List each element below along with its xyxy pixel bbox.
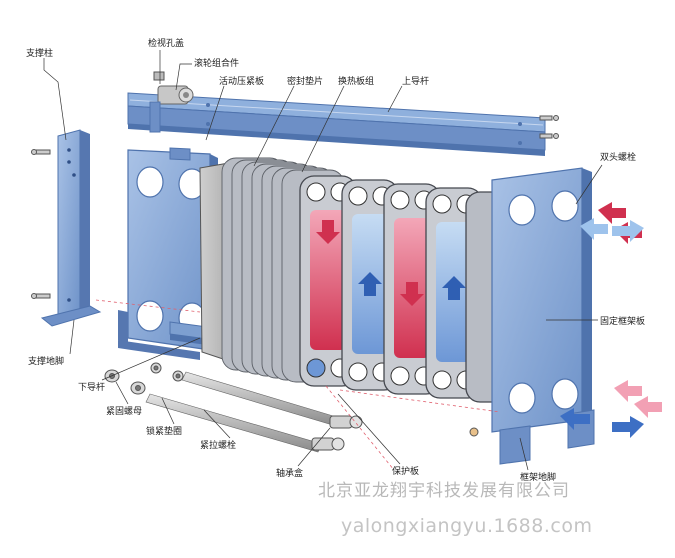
label-roller-assembly: 滚轮组合件 [194,57,239,69]
label-shield: 保护板 [392,465,419,477]
label-upper-rail: 上导杆 [402,75,429,87]
guide-lines [95,299,501,471]
label-inspection-cover: 检视孔盖 [148,37,184,49]
leader-lines [43,50,603,471]
rail-bolts [539,115,559,139]
label-bearing-box: 轴承盒 [276,467,303,479]
label-plate-pack: 换热板组 [338,75,374,87]
label-lower-rail: 下导杆 [78,381,105,393]
inspection-cover [153,71,165,81]
label-gasket: 密封垫片 [287,75,323,87]
label-movable-plate: 活动压紧板 [219,75,264,87]
exploded-plates [299,175,517,403]
watermark-site: yalongxiangyu.1688.com [341,515,592,537]
label-support-foot: 支撑地脚 [28,355,64,367]
label-tie-bolt: 紧拉螺栓 [200,439,236,451]
column-bolts [31,149,51,299]
label-nut: 紧固螺母 [106,406,142,417]
port-arrows [560,202,662,438]
label-lock-washer: 锁紧垫圈 [146,425,182,437]
support-column [40,129,102,327]
label-frame-foot: 框架地脚 [520,471,556,483]
label-fixed-frame: 固定框架板 [600,315,645,327]
upper-rail [127,92,546,156]
label-support-column: 支撑柱 [26,47,53,59]
flow-arrows [316,220,466,306]
watermark-company: 北京亚龙翔宇科技发展有限公司 [318,481,570,501]
watermark: 北京亚龙翔宇科技发展有限公司 yalongxiangyu.1688.com [318,481,592,537]
roller-assembly [149,85,194,133]
callout-labels: 检视孔盖 滚轮组合件 活动压紧板 密封垫片 换热板组 上导杆 支撑柱 双头螺栓 … [26,37,645,483]
label-stud-bolt: 双头螺栓 [600,151,636,163]
